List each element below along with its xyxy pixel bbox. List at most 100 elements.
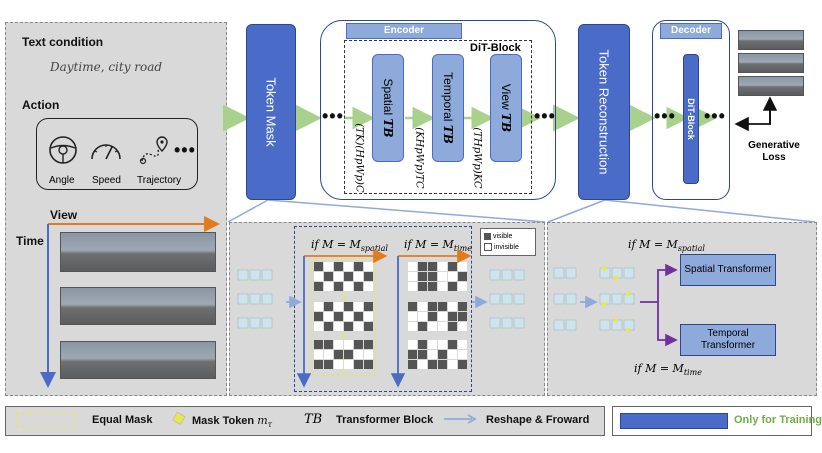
generated-frame-2: [738, 53, 804, 73]
mask-cell: [458, 312, 467, 321]
mask-cell: [428, 340, 437, 349]
time-mask-grid-3: [408, 340, 467, 369]
mask-cell: [314, 302, 323, 311]
decoder-container: [652, 20, 730, 200]
mask-cell: [448, 360, 457, 369]
mask-cell: [418, 312, 427, 321]
mask-cell: [448, 302, 457, 311]
recon-token-cubes: [553, 266, 635, 332]
mask-cell: [324, 312, 333, 321]
mask-cell: [334, 262, 343, 271]
mask-cell: [354, 312, 363, 321]
action-label-speed: Speed: [92, 175, 121, 186]
mask-cell: [418, 340, 427, 349]
mask-cell: [324, 262, 333, 271]
mask-cell: [364, 312, 373, 321]
mask-cell: [354, 282, 363, 291]
mask-cell: [428, 360, 437, 369]
legend-bar: [5, 406, 605, 436]
mask-cell: [428, 350, 437, 359]
mask-cell: [458, 262, 467, 271]
spatial-transformer-box: Spatial Transformer: [680, 254, 776, 286]
mask-cell: [334, 282, 343, 291]
mask-cell: [354, 340, 363, 349]
mask-cell: [438, 272, 447, 281]
mask-cell: [364, 322, 373, 331]
mask-cell: [324, 360, 333, 369]
reshape-forward-legend: Reshape & Froward: [486, 414, 590, 426]
mask-cell: [448, 350, 457, 359]
pipeline-dots-4: •••: [704, 106, 726, 126]
mask-token-cubes-right: [489, 269, 525, 329]
mask-cell: [408, 340, 417, 349]
mask-token-icon: [172, 411, 186, 426]
mask-cell: [448, 322, 457, 331]
mask-cell: [458, 282, 467, 291]
mask-cell: [408, 302, 417, 311]
mask-cell: [448, 312, 457, 321]
mask-cell: [314, 322, 323, 331]
mask-cell: [428, 302, 437, 311]
mask-cell: [344, 282, 353, 291]
mask-cell: [448, 282, 457, 291]
spatial-mask-grid-3: [314, 340, 373, 369]
mask-cell: [314, 340, 323, 349]
mask-cell: [334, 272, 343, 281]
text-condition-title: Text condition: [22, 35, 104, 49]
mask-cell: [438, 262, 447, 271]
action-label-trajectory: Trajectory: [137, 175, 182, 186]
mask-cell: [354, 322, 363, 331]
mask-cell: [314, 360, 323, 369]
mask-cell: [408, 360, 417, 369]
generated-frame-3: [738, 76, 804, 96]
camera-frame-t2: [60, 287, 216, 325]
conditions-panel: [5, 22, 227, 396]
temporal-transformer-label: Temporal Transformer: [700, 328, 756, 351]
mask-cell: [364, 272, 373, 281]
mask-cell: [458, 322, 467, 331]
time-label: Time: [16, 234, 44, 248]
mask-cell: [438, 312, 447, 321]
mask-cell: [408, 312, 417, 321]
recon-if-time-label: if M = Mtime: [634, 362, 702, 378]
text-condition-value: Daytime, city road: [50, 60, 163, 74]
mask-cell: [408, 272, 417, 281]
tb-legend: TB: [304, 412, 323, 427]
mask-cell: [438, 350, 447, 359]
mask-cell: [334, 302, 343, 311]
token-reconstruction-block: Token Reconstruction: [578, 24, 630, 200]
mask-cell: [458, 272, 467, 281]
encoder-title-text: Encoder: [383, 25, 424, 36]
mask-cell: [324, 302, 333, 311]
mask-cell: [438, 322, 447, 331]
mask-cell: [314, 312, 323, 321]
mask-cell: [344, 360, 353, 369]
only-training-legend: Only for Training: [734, 414, 822, 426]
reshape-arrow-icon: [444, 414, 477, 424]
mask-cell: [428, 312, 437, 321]
time-mask-grid-2: [408, 302, 467, 331]
mask-cell: [428, 282, 437, 291]
camera-frame-t1: [60, 232, 216, 272]
mask-cell: [314, 350, 323, 359]
mask-token-cubes-left: [237, 269, 273, 329]
mask-cell: [438, 282, 447, 291]
mask-cell: [418, 262, 427, 271]
generative-loss-label: Generative Loss: [748, 140, 800, 163]
reconstruction-detail-panel: [547, 222, 817, 396]
visible-legend-text: visible: [492, 233, 513, 240]
mask-cell: [344, 272, 353, 281]
mask-cell: [354, 302, 363, 311]
temporal-tb-block: Temporal TB: [432, 54, 464, 162]
mask-cell: [324, 350, 333, 359]
mask-cell: [364, 350, 373, 359]
mask-cell: [354, 262, 363, 271]
mask-cell: [324, 322, 333, 331]
mask-inner-dashed: [294, 226, 472, 392]
mask-cell: [364, 340, 373, 349]
if-spatial-label: if M = Mspatial: [311, 238, 388, 254]
visible-swatch: [484, 232, 491, 240]
mask-cell: [418, 350, 427, 359]
mask-cell: [448, 262, 457, 271]
